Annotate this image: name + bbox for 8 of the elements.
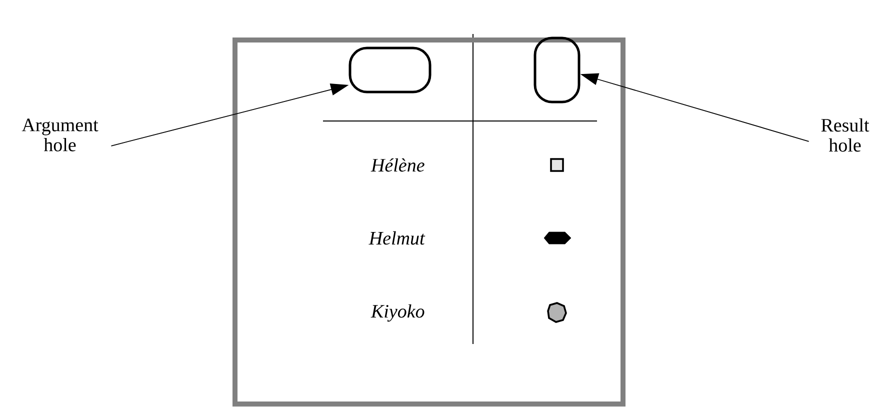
- callout-label: Argument hole: [22, 118, 98, 152]
- row-label: Helmut: [368, 231, 426, 245]
- row-label: Kiyoko: [370, 304, 424, 322]
- callout-label: Result hole: [821, 118, 870, 152]
- hole-shape: [348, 46, 432, 94]
- row-label: Hélène: [370, 158, 424, 172]
- frame: [232, 38, 626, 406]
- hole-shape: [534, 36, 580, 104]
